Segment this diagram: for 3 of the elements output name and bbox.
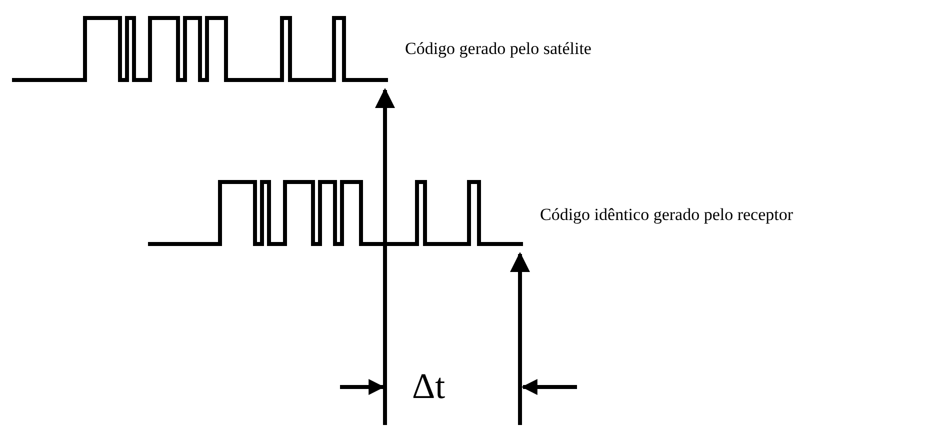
signal-label: Código gerado pelo satélite xyxy=(405,40,592,57)
signal-label: Código idêntico gerado pelo receptor xyxy=(540,206,794,223)
time-difference-label: Δt xyxy=(412,368,446,404)
